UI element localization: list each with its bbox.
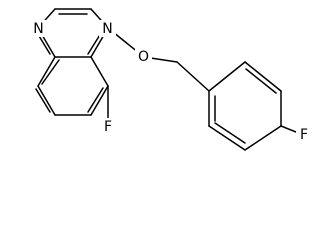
- atom-n1: N: [33, 21, 43, 37]
- bond-ar-1-2: [208, 61, 246, 92]
- atom-bg-f-para: [296, 126, 312, 143]
- atom-o: O: [138, 49, 149, 65]
- bond-ar-2-3: [244, 61, 282, 92]
- bond-c4a-c5: [90, 56, 109, 87]
- atom-bg-f5: [100, 118, 116, 135]
- bond-c7-c8-inner: [35, 88, 51, 113]
- atom-bg-n1: [30, 20, 47, 37]
- atom-bg-o: [135, 48, 152, 65]
- bond-ar-5-6-inner: [214, 122, 246, 144]
- bond-c8-c8a: [37, 56, 56, 87]
- bond-ar-4-5: [244, 125, 282, 151]
- atom-n3: N: [102, 21, 112, 37]
- bond-ar-2-3-inner: [245, 68, 277, 94]
- atom-f-para: F: [300, 127, 308, 143]
- atom-labels: N N O F F: [30, 20, 312, 143]
- structure-diagram: N N O F F: [30, 8, 312, 151]
- atom-f5: F: [104, 119, 112, 135]
- bond-lines: [35, 8, 302, 151]
- atom-bg-n3: [99, 20, 116, 37]
- bond-ch2-c1: [176, 61, 210, 92]
- bond-c7-c8: [37, 85, 56, 116]
- bond-c5-c6: [90, 85, 109, 116]
- bond-c5-c6-inner: [87, 87, 104, 113]
- bond-c8-c8a-inner: [41, 59, 60, 85]
- bond-ar-5-6: [208, 125, 246, 151]
